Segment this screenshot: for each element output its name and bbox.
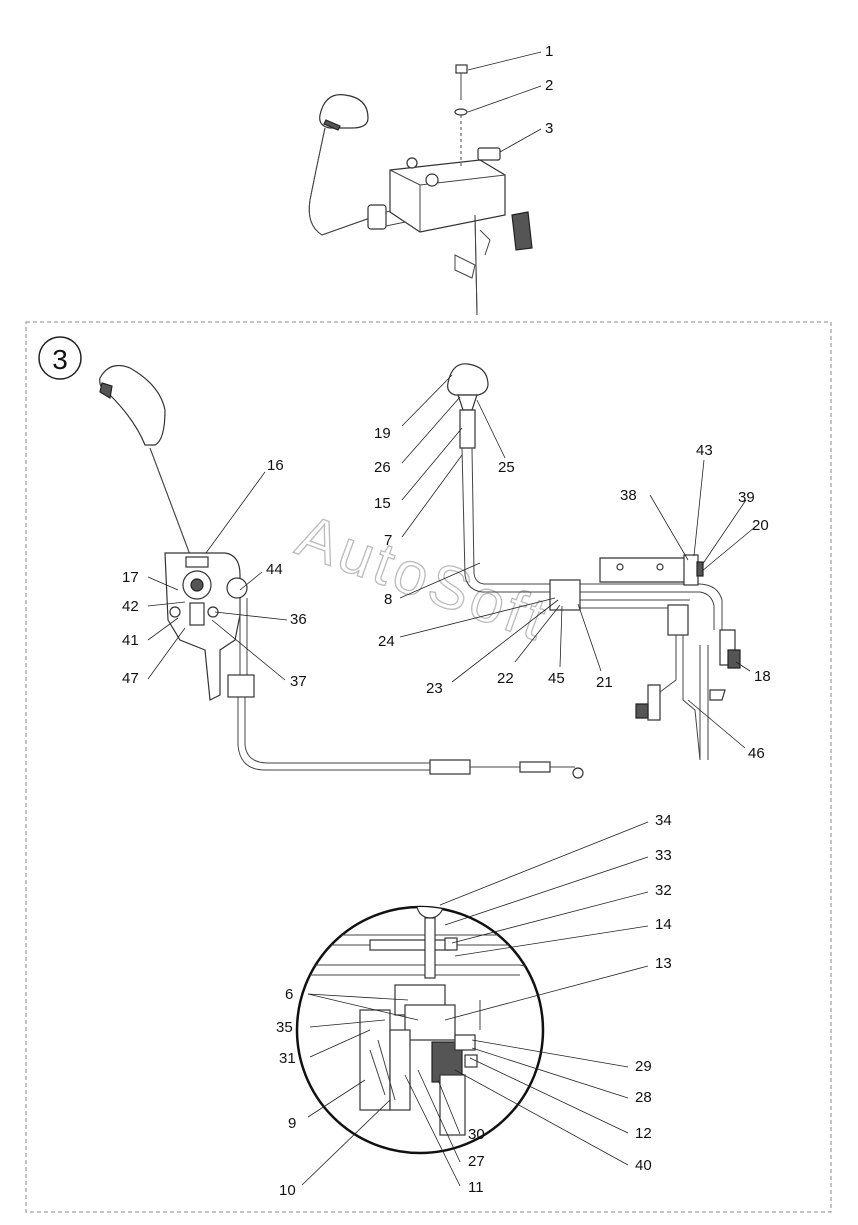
part-label-34: 34 (655, 812, 672, 829)
part-label-3: 3 (545, 120, 553, 137)
part-label-38: 38 (620, 487, 637, 504)
part-label-29: 29 (635, 1058, 652, 1075)
part-label-43: 43 (696, 442, 713, 459)
part-label-22: 22 (497, 670, 514, 687)
part-label-15: 15 (374, 495, 391, 512)
part-label-44: 44 (266, 561, 283, 578)
part-label-26: 26 (374, 459, 391, 476)
part-label-8: 8 (384, 591, 392, 608)
part-label-12: 12 (635, 1125, 652, 1142)
detail-leader-lines (301, 821, 649, 1187)
part-label-16: 16 (267, 457, 284, 474)
section-number: 3 (52, 344, 68, 375)
part-label-45: 45 (548, 670, 565, 687)
top-assembly-drawing (308, 64, 533, 316)
part-label-42: 42 (122, 598, 139, 615)
part-label-21: 21 (596, 674, 613, 691)
part-label-25: 25 (498, 459, 515, 476)
part-label-17: 17 (122, 569, 139, 586)
part-label-37: 37 (290, 673, 307, 690)
part-label-31: 31 (279, 1050, 296, 1067)
part-label-14: 14 (655, 916, 672, 933)
right-leader-lines (399, 374, 756, 749)
part-label-33: 33 (655, 847, 672, 864)
left-leader-lines (147, 471, 288, 681)
part-label-39: 39 (738, 489, 755, 506)
part-label-1: 1 (545, 43, 553, 60)
left-assembly-drawing (99, 365, 584, 779)
part-label-6: 6 (285, 986, 293, 1003)
right-assembly-drawing (447, 363, 741, 761)
part-label-7: 7 (384, 532, 392, 549)
part-label-24: 24 (378, 633, 395, 650)
part-label-9: 9 (288, 1115, 296, 1132)
part-label-28: 28 (635, 1089, 652, 1106)
part-label-36: 36 (290, 611, 307, 628)
part-label-47: 47 (122, 670, 139, 687)
part-label-27: 27 (468, 1153, 485, 1170)
part-label-35: 35 (276, 1019, 293, 1036)
detail-frame (25, 321, 832, 1213)
part-label-18: 18 (754, 668, 771, 685)
section-badge (38, 336, 82, 380)
part-label-23: 23 (426, 680, 443, 697)
part-label-10: 10 (279, 1182, 296, 1199)
part-label-41: 41 (122, 632, 139, 649)
top-leader-lines (467, 51, 542, 153)
part-label-20: 20 (752, 517, 769, 534)
part-label-13: 13 (655, 955, 672, 972)
part-label-46: 46 (748, 745, 765, 762)
part-label-32: 32 (655, 882, 672, 899)
detail-magnifier (295, 905, 545, 1155)
part-label-30: 30 (468, 1126, 485, 1143)
part-label-2: 2 (545, 77, 553, 94)
part-label-11: 11 (468, 1179, 484, 1196)
part-label-40: 40 (635, 1157, 652, 1174)
part-label-19: 19 (374, 425, 391, 442)
